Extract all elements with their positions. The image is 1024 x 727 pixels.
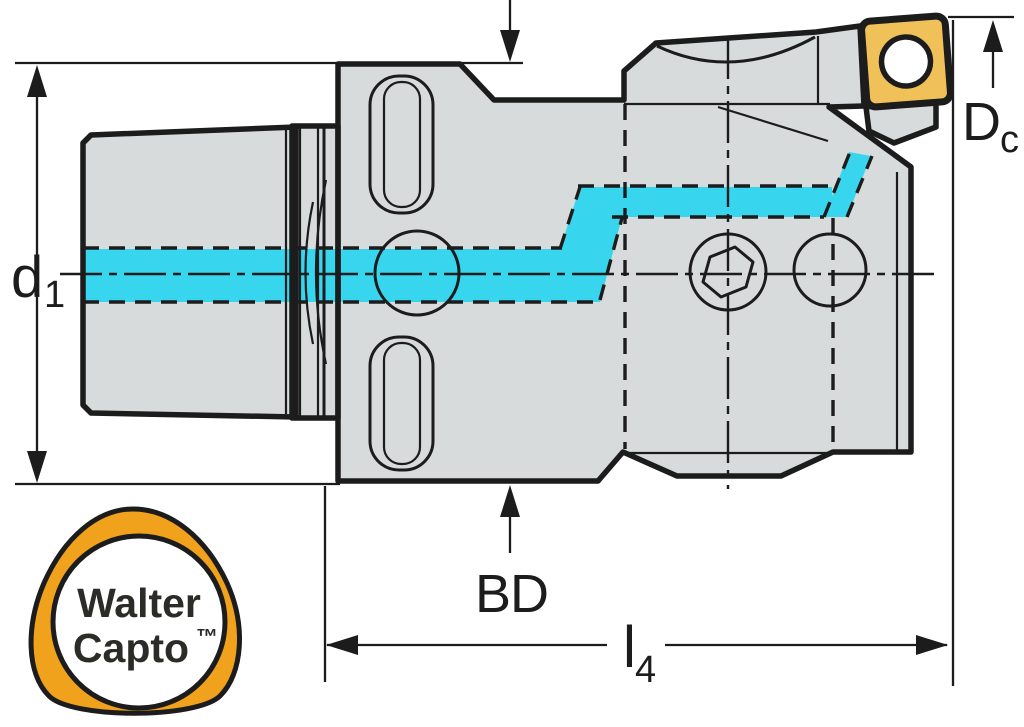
bd-bottom-arrow-icon xyxy=(500,485,520,517)
logo-word2: Capto xyxy=(73,625,189,671)
d1-label-sub: 1 xyxy=(44,274,65,316)
body-fill xyxy=(338,26,911,481)
l4-arrow-right-icon xyxy=(916,635,948,655)
drive-slot-top-inner xyxy=(382,80,422,209)
dc-label: D xyxy=(962,92,1001,152)
hex-socket-icon xyxy=(701,245,755,299)
drive-slot-bottom-inner xyxy=(382,341,422,466)
dimension-l4: l 4 xyxy=(323,20,955,691)
bores-and-screws xyxy=(373,229,868,317)
dc-label-sub: c xyxy=(1000,119,1019,161)
coolant-bend-right xyxy=(598,217,624,301)
dc-arrow-up-icon xyxy=(983,20,1003,52)
flange-bore-circle xyxy=(373,229,461,317)
logo-trademark: ™ xyxy=(196,624,218,649)
walter-capto-logo: Walter Capto ™ xyxy=(28,506,242,716)
dimension-bd: BD xyxy=(475,0,549,624)
coolant-channel-outlet xyxy=(824,152,871,217)
d1-arrow-up-icon xyxy=(27,65,47,97)
d1-arrow-down-icon xyxy=(27,451,47,483)
l4-label-sub: 4 xyxy=(635,649,656,691)
dimension-d1: d 1 xyxy=(11,61,523,486)
logo-word1: Walter xyxy=(77,580,201,626)
l4-arrow-left-icon xyxy=(326,635,358,655)
hidden-lines xyxy=(83,104,874,451)
drive-slot-bottom-outer xyxy=(368,335,435,472)
dimension-dc: D c xyxy=(948,15,1019,161)
d1-label: d xyxy=(11,245,43,310)
coolant-outlet-right xyxy=(845,155,874,218)
logo-inner-circle xyxy=(50,533,228,711)
hex-screw-circle xyxy=(688,232,768,312)
head-pocket-edge xyxy=(717,105,829,143)
drive-slot-top-outer xyxy=(368,74,435,215)
coolant-outlet-left xyxy=(822,151,852,218)
cutting-insert-group xyxy=(858,12,954,146)
bd-top-arrow-icon xyxy=(500,30,520,62)
insert-screw-hole xyxy=(878,34,934,89)
head-saddle-curve xyxy=(656,35,816,64)
collar-arc-outer xyxy=(314,179,328,365)
coolant-bend-left xyxy=(558,186,582,250)
coolant-port-circle xyxy=(792,232,868,308)
bd-label: BD xyxy=(475,564,548,624)
l4-label: l xyxy=(623,615,636,680)
